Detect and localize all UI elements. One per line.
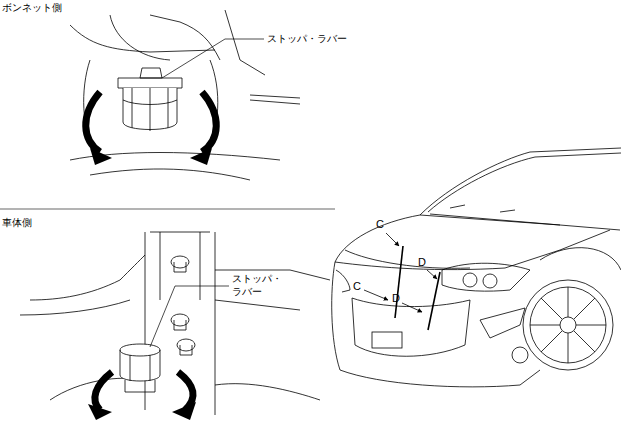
car <box>332 148 621 387</box>
view-title: ボンネット側 <box>2 2 62 15</box>
section-arrow <box>364 233 437 312</box>
view-title: 車体側 <box>2 217 32 230</box>
arrow-head <box>90 148 212 165</box>
rotate-arrow <box>86 92 217 152</box>
section-letter: C <box>376 218 384 232</box>
section-letter: D <box>392 292 400 306</box>
bonnet-view <box>70 10 300 180</box>
section-line <box>395 246 440 330</box>
divider <box>0 209 335 210</box>
rotate-arrow <box>95 372 193 410</box>
section-letter: C <box>353 280 361 294</box>
body-view <box>20 232 330 415</box>
section-letter: D <box>418 256 426 270</box>
part-name: ストッパ・ ラバー <box>232 273 282 298</box>
leader-line <box>150 39 264 347</box>
arrow-head <box>88 402 196 420</box>
part-name: ストッパ・ラバー <box>267 33 347 46</box>
